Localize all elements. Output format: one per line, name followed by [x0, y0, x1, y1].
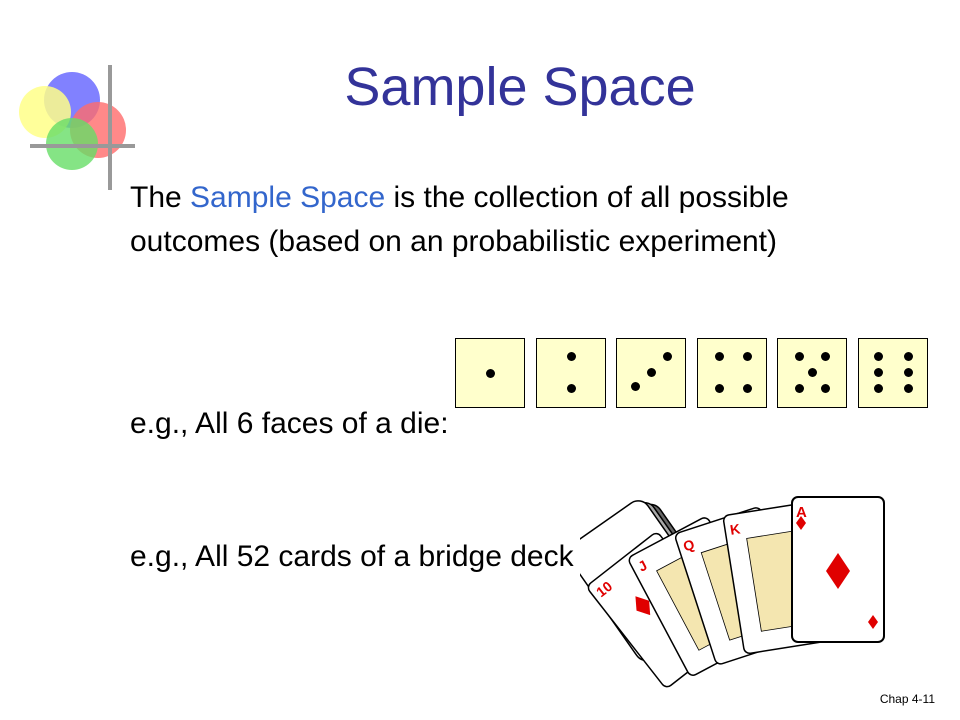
die-pip [566, 352, 576, 361]
die-pip [903, 384, 913, 393]
example-deck-text: e.g., All 52 cards of a bridge deck [130, 540, 574, 573]
die-pip [795, 384, 804, 393]
definition-pre: The [130, 181, 191, 214]
die-pip [714, 352, 724, 361]
die-pip [821, 352, 830, 361]
die-pip [903, 352, 913, 361]
die-pip [873, 352, 883, 361]
slide-title: Sample Space [344, 57, 696, 117]
svg-text:A: A [796, 504, 807, 521]
playing-cards-illustration: 10 J Q K A [580, 496, 885, 688]
slide-footer: Chap 4-11 [879, 692, 935, 706]
die-pip [647, 368, 656, 377]
die-pip [566, 384, 576, 393]
die-pip [742, 384, 752, 393]
decorative-circles-logo [19, 65, 135, 190]
definition-highlight: Sample Space [190, 181, 386, 214]
card-a-icon: A [791, 496, 885, 643]
die-face-6 [857, 338, 928, 408]
die-pip [631, 382, 640, 391]
die-face-5 [777, 338, 847, 408]
definition-text: The Sample Space is the collection of al… [130, 176, 910, 264]
die-pip [808, 368, 817, 377]
die-face-2 [535, 338, 606, 408]
die-pip [742, 352, 752, 361]
die-face-1 [455, 338, 525, 408]
die-pip [486, 369, 495, 378]
definition-post: is the collection of all possible outcom… [130, 181, 789, 258]
svg-text:Q: Q [681, 536, 696, 555]
die-pip [873, 368, 883, 377]
example-die-text: e.g., All 6 faces of a die: [130, 407, 449, 440]
die-pip [873, 384, 883, 393]
die-face-3 [616, 338, 686, 408]
die-pip [795, 352, 804, 361]
die-pip [903, 368, 913, 377]
svg-text:K: K [729, 520, 742, 537]
die-pip [821, 384, 830, 393]
die-pip [663, 352, 672, 361]
die-pip [714, 384, 724, 393]
die-face-4 [696, 338, 767, 408]
